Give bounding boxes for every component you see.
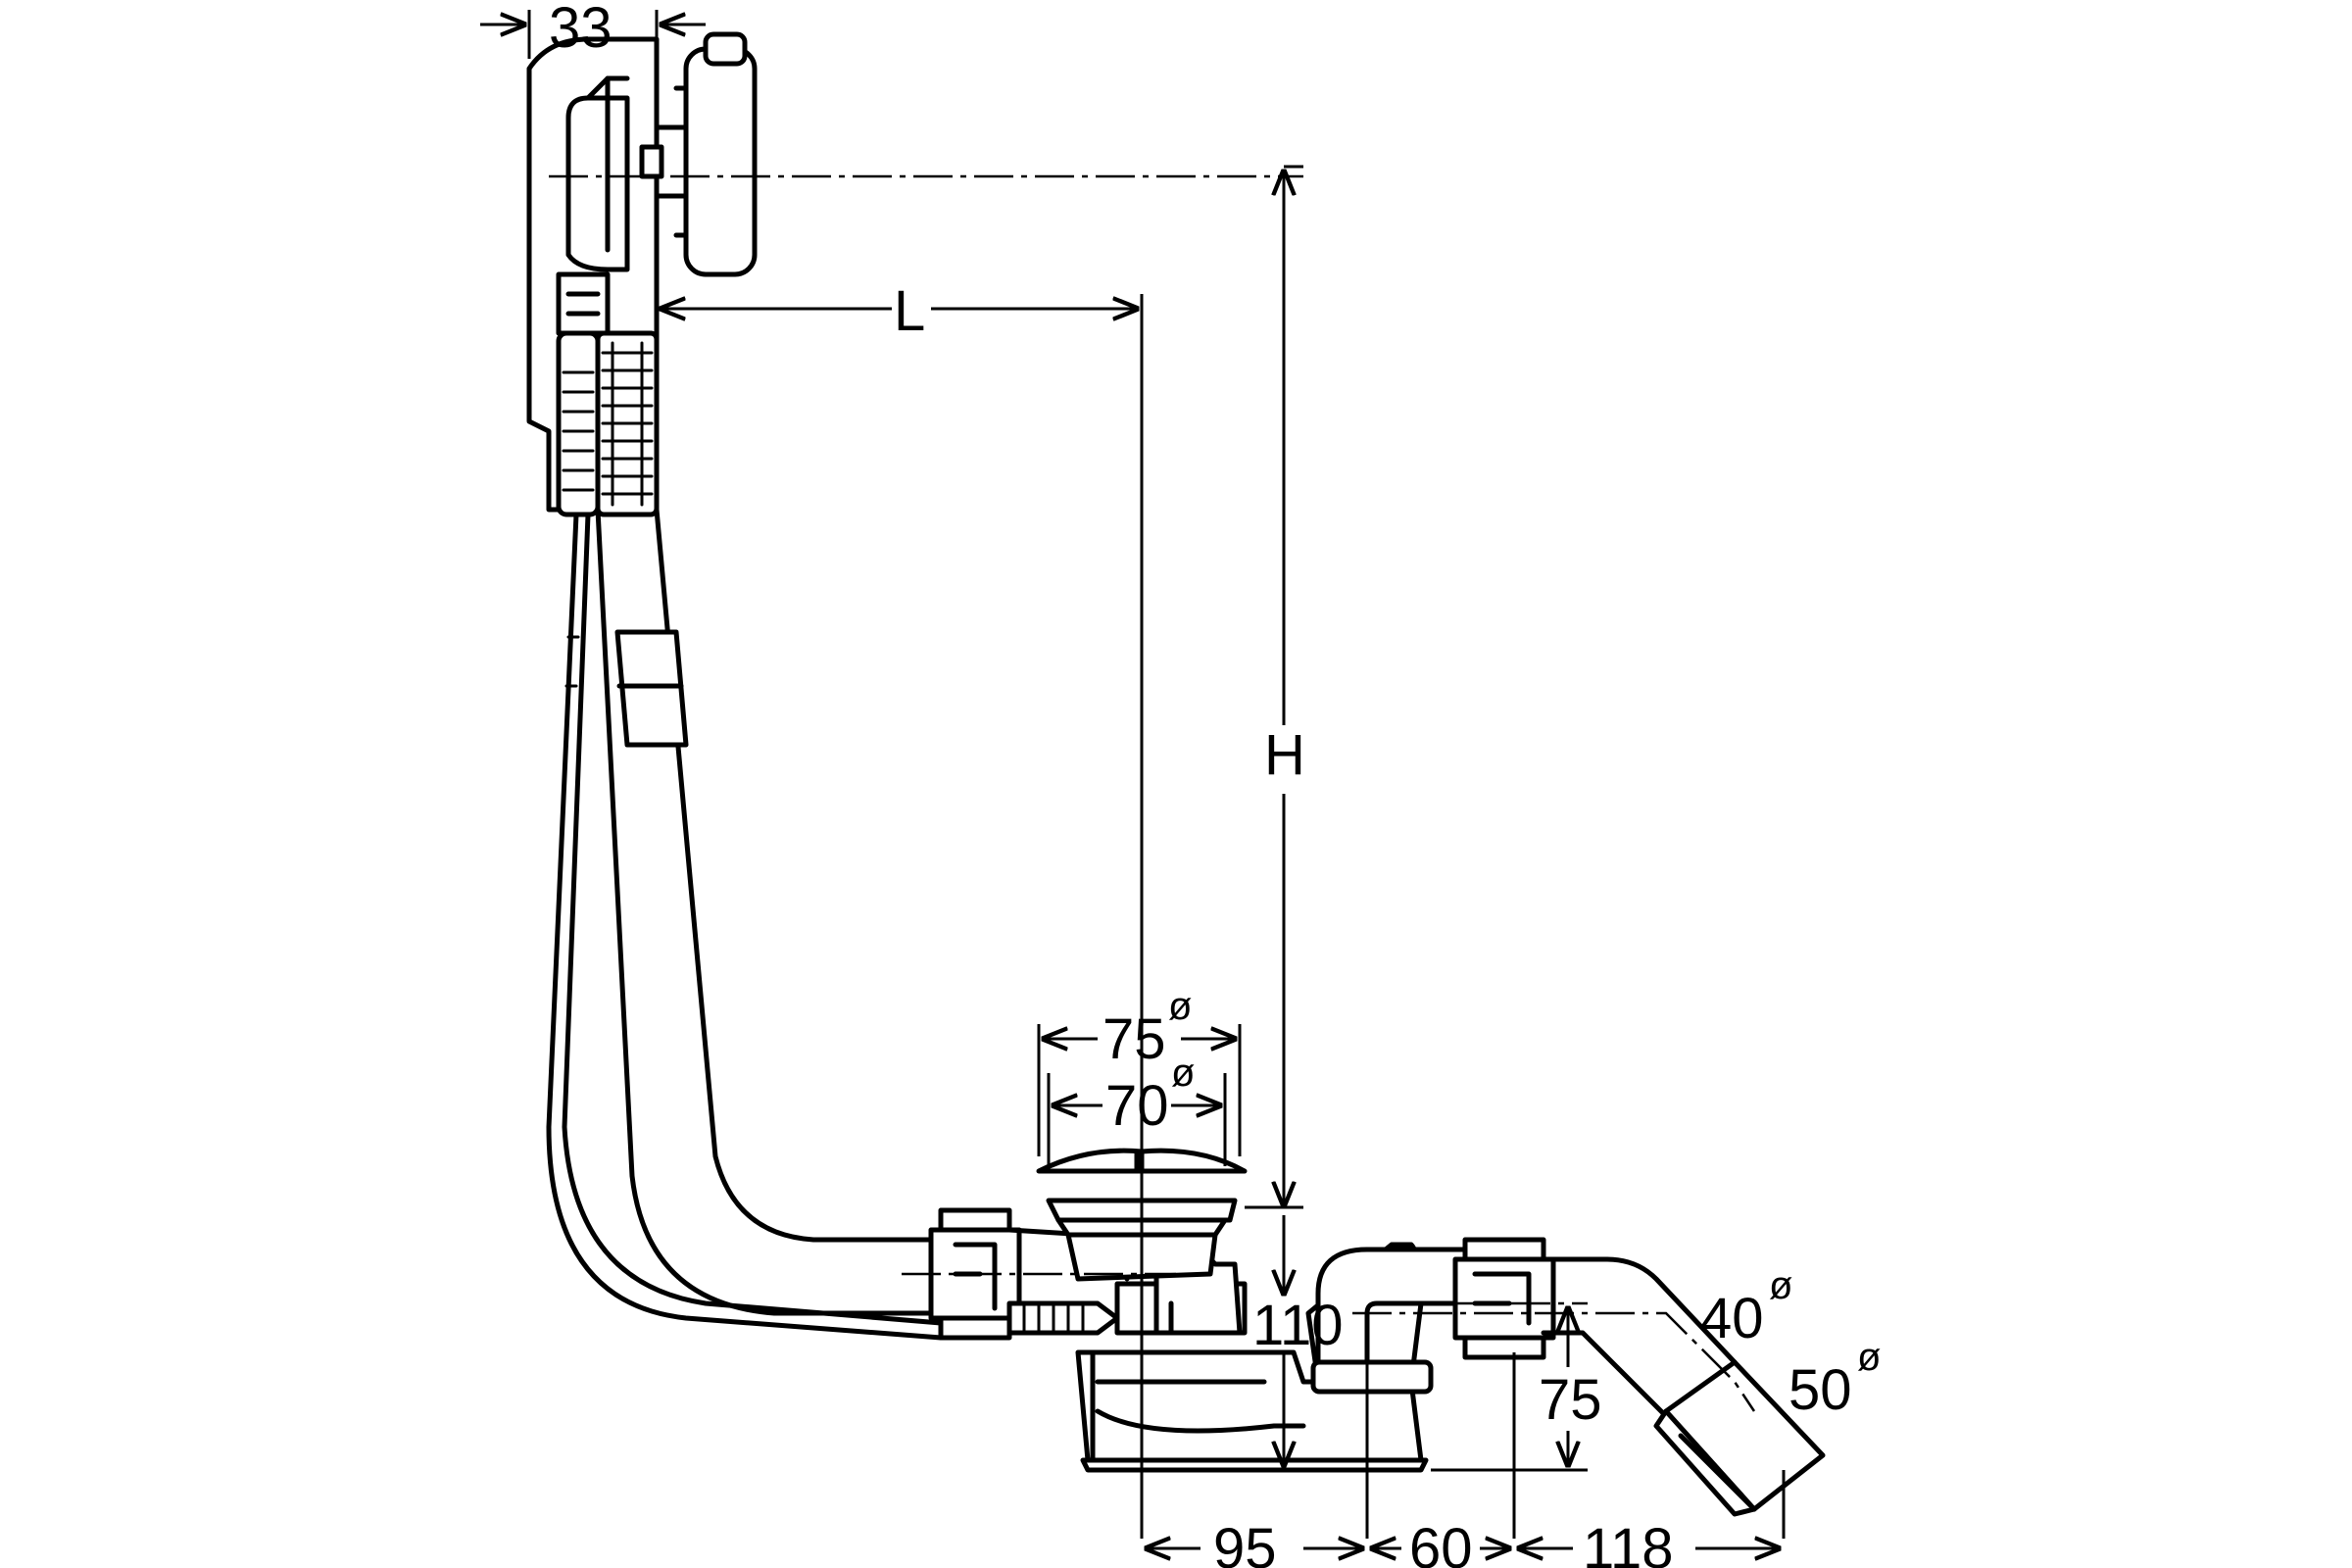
dim-40-diameter-symbol: ø	[1769, 1264, 1792, 1307]
flexible-connector	[556, 330, 660, 517]
dim-40-diameter: 40	[1700, 1287, 1764, 1350]
dimension-labels: 33 L H 75 ø 70 ø 110 75 40 ø 50 ø 95 60 …	[549, 0, 1881, 1568]
dim-75-outlet: 75	[1539, 1368, 1602, 1432]
dim-110: 110	[1252, 1294, 1343, 1357]
dim-118: 118	[1583, 1517, 1673, 1568]
dim-h: H	[1264, 723, 1305, 787]
dim-70-diameter: 70	[1105, 1074, 1169, 1138]
bowden-cable	[546, 512, 944, 1341]
dim-95: 95	[1213, 1517, 1277, 1568]
dim-l: L	[894, 279, 925, 343]
dim-75-diameter: 75	[1102, 1007, 1166, 1071]
drain-pipe	[595, 507, 944, 1316]
dim-70-diameter-symbol: ø	[1171, 1052, 1195, 1095]
dim-33: 33	[549, 0, 612, 60]
dim-50-diameter: 50	[1788, 1358, 1852, 1422]
dim-75-diameter-symbol: ø	[1168, 985, 1192, 1028]
dim-60: 60	[1409, 1517, 1473, 1568]
dim-50-diameter-symbol: ø	[1857, 1336, 1881, 1379]
dimension-lines	[480, 10, 1786, 1548]
